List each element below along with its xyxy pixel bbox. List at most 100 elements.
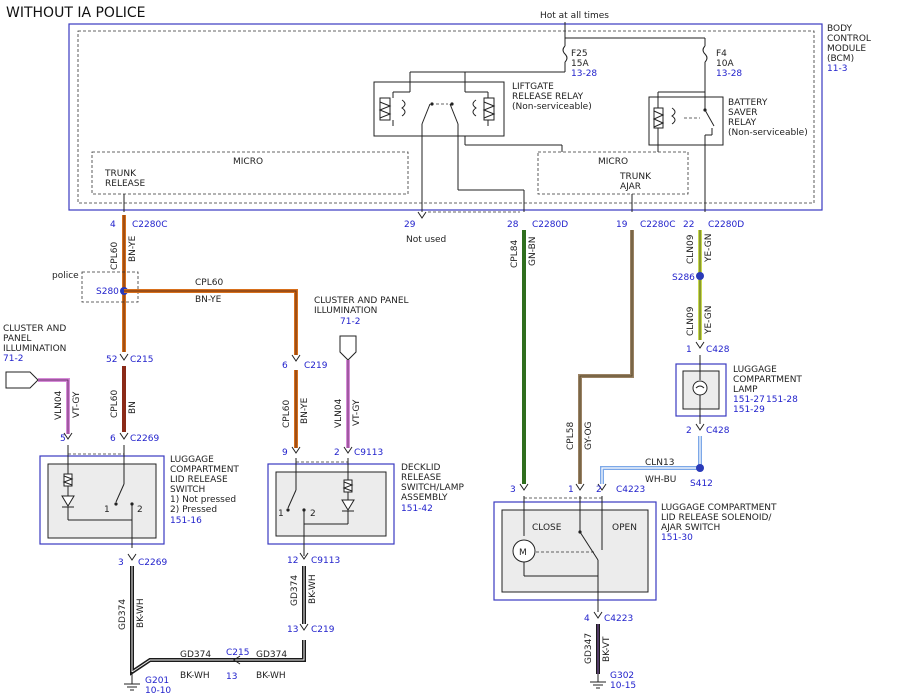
lid-switch-contact	[115, 483, 125, 503]
conn-c2269b: C2269	[138, 558, 167, 568]
f4-name: F4	[716, 49, 727, 59]
wire-label-cln13: CLN13	[645, 458, 674, 468]
liftgate-relay-box	[373, 81, 505, 137]
splice-s286-dot	[696, 272, 704, 280]
conn-c4223a: C4223	[616, 485, 645, 495]
lid-switch-l5: 1) Not pressed	[170, 495, 236, 505]
decklid-n1: 1	[278, 509, 284, 519]
battery-saver-relay-box	[648, 96, 724, 146]
wire-label-yegn-b: YE-GN	[704, 306, 714, 335]
not-used-label: Not used	[406, 235, 446, 245]
wire-label-bn: BN	[128, 401, 138, 414]
lid-switch-l3: LID RELEASE	[170, 475, 228, 485]
wire-label-gnbn: GN-BN	[528, 236, 538, 266]
lid-switch-l4: SWITCH	[170, 485, 205, 495]
wire-label-cln09-b: CLN09	[686, 306, 696, 336]
conn-c2280d-b: C2280D	[708, 220, 744, 230]
relay-coil-left-icon	[379, 97, 391, 121]
pin-5: 5	[60, 434, 66, 444]
pin-3a: 3	[118, 558, 124, 568]
bcm-label-2: CONTROL	[827, 34, 871, 44]
pin-6a: 6	[110, 434, 116, 444]
wire-label-bnye-d: BN-YE	[300, 397, 310, 424]
relay-contact-right	[449, 103, 459, 125]
lamp-ref2: 151-28	[766, 395, 798, 405]
wire-label-gd374-d: GD374	[290, 575, 300, 606]
wire-label-vtgy-a: VT-GY	[72, 391, 82, 418]
pin-4: 4	[110, 220, 116, 230]
ground-g201-ref: 10-10	[145, 686, 171, 696]
wire-label-gd374-c: GD374	[256, 650, 287, 660]
lid-switch-l6: 2) Pressed	[170, 505, 217, 515]
cluster-left-2: PANEL	[3, 334, 31, 344]
ground-g302: G302	[610, 671, 634, 681]
bcm-label-3: MODULE	[827, 44, 866, 54]
battery-label-4: (Non-serviceable)	[728, 128, 808, 138]
conn-c215-a: C215	[130, 355, 153, 365]
wire-label-bnye-b: BN-YE	[195, 295, 222, 305]
pin-3b: 3	[510, 485, 516, 495]
decklid-l4: ASSEMBLY	[401, 493, 448, 503]
lid-switch-n2: 2	[137, 505, 143, 515]
wire-label-cpl60-c: CPL60	[110, 390, 120, 418]
wire-label-yegn-a: YE-GN	[704, 234, 714, 263]
bcm-box	[68, 23, 823, 211]
pin-2c: 2	[596, 485, 602, 495]
cluster-left-1: CLUSTER AND	[3, 324, 66, 334]
cluster-left-ref: 71-2	[3, 354, 23, 364]
solenoid-l3: AJAR SWITCH	[661, 523, 720, 533]
micro-right-box	[537, 151, 689, 195]
decklid-outer	[267, 463, 395, 545]
pin-12: 12	[287, 556, 298, 566]
lid-switch-n1: 1	[104, 505, 110, 515]
cluster-right-ref: 71-2	[340, 317, 360, 327]
cluster-right-connector-icon	[339, 335, 357, 361]
battery-label-1: BATTERY	[728, 98, 768, 108]
wire-label-whbu: WH-BU	[645, 475, 676, 485]
conn-c4223b: C4223	[604, 614, 633, 624]
bcm-label-4: (BCM)	[827, 54, 854, 64]
wire-label-vln04-a: VLN04	[54, 390, 64, 420]
relay-contact-left	[421, 103, 431, 125]
ground-g302-ref: 10-15	[610, 681, 636, 691]
pin-13b: 13	[226, 672, 237, 682]
splice-s286: S286	[672, 273, 695, 283]
conn-c2280c-a: C2280C	[132, 220, 167, 230]
bcm-ref: 11-3	[827, 64, 847, 74]
wire-label-cpl60-b: CPL60	[195, 278, 223, 288]
hot-label: Hot at all times	[540, 11, 609, 21]
battery-relay-contact	[704, 109, 715, 127]
lamp-ref1: 151-27	[733, 395, 765, 405]
pin-52: 52	[106, 355, 117, 365]
diagram-title: WITHOUT IA POLICE	[6, 5, 146, 21]
wire-label-gd374-a: GD374	[118, 599, 128, 630]
fuse-f4-icon	[702, 45, 708, 63]
wire-label-cpl60-d: CPL60	[282, 400, 292, 428]
pin-22: 22	[683, 220, 694, 230]
micro-left-label: MICRO	[233, 157, 263, 167]
conn-c9113: C9113	[354, 448, 383, 458]
micro-left-box	[91, 151, 409, 195]
wire-label-bkwh-b: BK-WH	[180, 671, 210, 681]
pin-28: 28	[507, 220, 519, 230]
conn-c219b: C219	[311, 625, 335, 635]
lid-switch-ref: 151-16	[170, 516, 202, 526]
pin-4b: 4	[584, 614, 590, 624]
conn-c9113b: C9113	[311, 556, 340, 566]
f4-ref: 13-28	[716, 69, 742, 79]
wire-label-gd347: GD347	[584, 633, 594, 664]
f25-ref: 13-28	[571, 69, 597, 79]
pin-2a: 2	[334, 448, 340, 458]
police-label: police	[52, 271, 79, 281]
lamp-l2: COMPARTMENT	[733, 375, 802, 385]
conn-c215b: C215	[226, 648, 249, 658]
conn-c2280c-b: C2280C	[640, 220, 675, 230]
liftgate-label-2: RELEASE RELAY	[512, 92, 584, 102]
ground-g302-icon	[590, 681, 606, 689]
fuse-f25-icon	[562, 45, 568, 63]
battery-label-2: SAVER	[728, 108, 758, 118]
not-used-terminal-icon	[417, 211, 427, 219]
relay-coil-right-icon	[483, 97, 495, 121]
f4-amp: 10A	[716, 59, 734, 69]
